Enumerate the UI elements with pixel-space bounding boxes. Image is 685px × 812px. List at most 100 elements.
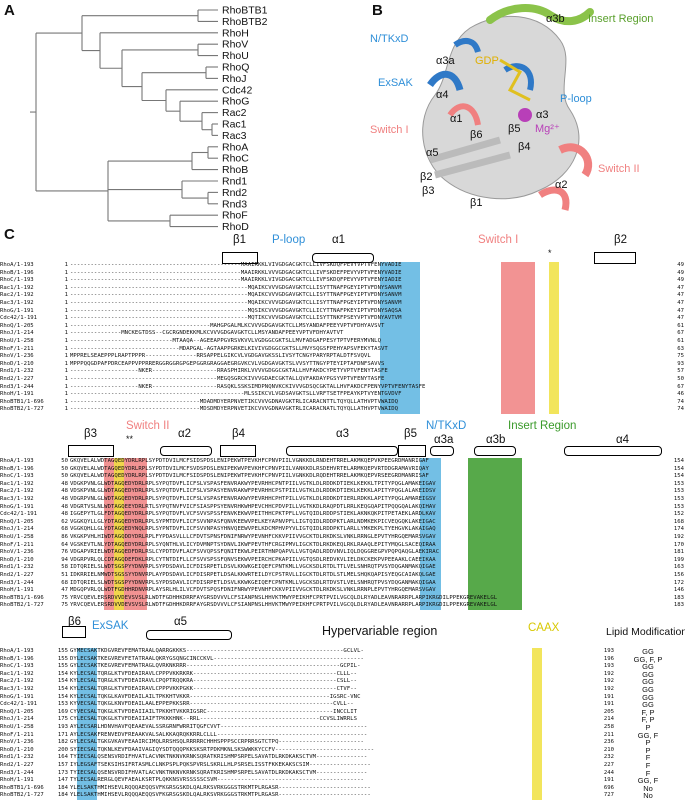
- sequence-name: RhoA/1-193: [0, 262, 34, 268]
- lipid-modification-value: GG: [642, 685, 654, 694]
- sequence-start: 1: [64, 360, 68, 367]
- sequence-start: 76: [61, 549, 68, 556]
- sequence-residues: TYIECSALQSENSVRDIFHVATLACVNKTNKNVKRNKSQR…: [70, 754, 368, 761]
- sequence-residues: IGGEPYTLGLFDTAGQEDYDRLRPLSYPQTDVFLVCFSVV…: [70, 511, 436, 518]
- phylogenetic-tree: RhoBTB1RhoBTB2RhoHRhoVRhoURhoQRhoJCdc42R…: [30, 5, 268, 233]
- sequence-name: Cdc42/1-191: [0, 315, 38, 322]
- sequence-name: RhoC/1-193: [0, 663, 34, 670]
- sequence-start: 147: [57, 777, 68, 784]
- sequence-start: 68: [61, 579, 68, 586]
- sequence-name: RhoG/1-191: [0, 307, 34, 314]
- sequence-start: 1: [64, 307, 68, 314]
- sequence-name: RhoQ/1-205: [0, 518, 34, 525]
- sequence-name: Rac3/1-192: [0, 496, 34, 502]
- sequence-name: Rac3/1-192: [0, 300, 34, 306]
- sequence-start: 1: [64, 292, 68, 299]
- sequence-end: 196: [603, 655, 614, 662]
- ss-a3b: α3b: [486, 434, 506, 446]
- lipid-modification-value: GG, F, P: [633, 654, 663, 664]
- sequence-start: 200: [57, 746, 68, 753]
- sequence-end: 170: [673, 541, 684, 548]
- sequence-residues: --------------------------------MDAPGAL-…: [70, 345, 388, 352]
- sequence-end: 214: [603, 716, 614, 723]
- protein-structure: Insert Region α3b N/TKxD α3a GDP ExSAK α…: [370, 4, 653, 211]
- structure-ribbon: [422, 4, 594, 211]
- sequence-end: 74: [677, 398, 684, 405]
- panel-letter-b: B: [372, 2, 383, 19]
- sequence-residues: GYLECSAKTKEGVREVFEMATRAGLQVRKNKRRR------…: [70, 663, 361, 670]
- sequence-end: 211: [603, 731, 614, 738]
- sequence-start: 50: [61, 458, 68, 464]
- sequence-name: RhoU/1-258: [0, 724, 34, 730]
- sequence-residues: ----------------------------------------…: [70, 262, 402, 268]
- sequence-name: RhoH/1-191: [0, 777, 34, 784]
- sequence-end: 74: [677, 406, 684, 413]
- insert-highlight: [467, 458, 522, 610]
- sequence-end: 205: [603, 708, 614, 715]
- sequence-start: 48: [61, 480, 68, 487]
- lipid-modification-value: F, P: [641, 715, 655, 725]
- tree-leaf-label: RhoU: [222, 50, 249, 62]
- sequence-name: RhoQ/1-205: [0, 708, 34, 715]
- star-highlight: [548, 262, 559, 414]
- sequence-residues: YLELSAKTHMIHSEVLRQQQAEQQSVFKGRSGSKDLQALR…: [70, 792, 371, 799]
- panel-letter-a: A: [4, 2, 15, 19]
- tree-leaf-label: Cdc42: [222, 84, 253, 96]
- sequence-start: 1: [64, 338, 68, 344]
- sequence-end: 192: [603, 670, 614, 677]
- ss-a3-helix: [286, 446, 398, 456]
- ss-a2: α2: [178, 428, 192, 440]
- sequence-start: 157: [57, 762, 68, 768]
- sequence-name: Rnd1/1-232: [0, 368, 34, 375]
- sequence-start: 193: [57, 724, 68, 730]
- sequence-name: Rnd2/1-227: [0, 376, 34, 382]
- sequence-name: RhoB/1-196: [0, 269, 34, 276]
- sequence-end: 61: [677, 338, 684, 344]
- sequence-start: 1: [64, 330, 68, 337]
- sequence-name: Cdc42/1-191: [0, 511, 38, 518]
- label-b2: β2: [420, 171, 432, 183]
- sequence-end: 61: [677, 322, 684, 329]
- ss-b4-arrow: [220, 445, 256, 457]
- sequence-start: 182: [57, 739, 68, 746]
- tree-leaf-label: RhoG: [222, 96, 249, 108]
- ss-a3a: α3a: [434, 434, 454, 446]
- sequence-end: 146: [673, 587, 684, 594]
- ss-row-3: β6 ExSAK α5 Hypervariable region CAAX Li…: [0, 616, 685, 652]
- ss-a5: α5: [174, 616, 188, 628]
- sequence-name: RhoA/1-193: [0, 648, 34, 654]
- sequence-start: 48: [61, 488, 68, 495]
- sequence-name: Rnd1/1-232: [0, 754, 34, 761]
- sequence-start: 154: [57, 670, 68, 677]
- sequence-end: 181: [673, 549, 684, 556]
- label-b1: β1: [470, 197, 482, 209]
- sequence-residues: ----------------------------------------…: [70, 322, 385, 329]
- sequence-residues: --------------------------------------MD…: [70, 406, 399, 413]
- sequence-start: 94: [61, 556, 68, 563]
- sequence-end: 67: [677, 383, 684, 390]
- lipid-modification-value: No: [643, 791, 653, 801]
- sequence-end: 163: [673, 564, 684, 571]
- sequence-residues: IDTQRIELSLWDTSGSPYYDNVRPLSYPDSDAVLICFDIS…: [70, 564, 436, 571]
- ss-b6-arrow: [62, 626, 86, 638]
- sequence-start: 184: [57, 784, 68, 791]
- tree-leaf-label: RhoJ: [222, 73, 247, 85]
- sequence-residues: DYLECSAKTKEGVREVFETATRAALQKRYGSQNGCINCCK…: [70, 655, 364, 662]
- sequence-start: 48: [61, 496, 68, 502]
